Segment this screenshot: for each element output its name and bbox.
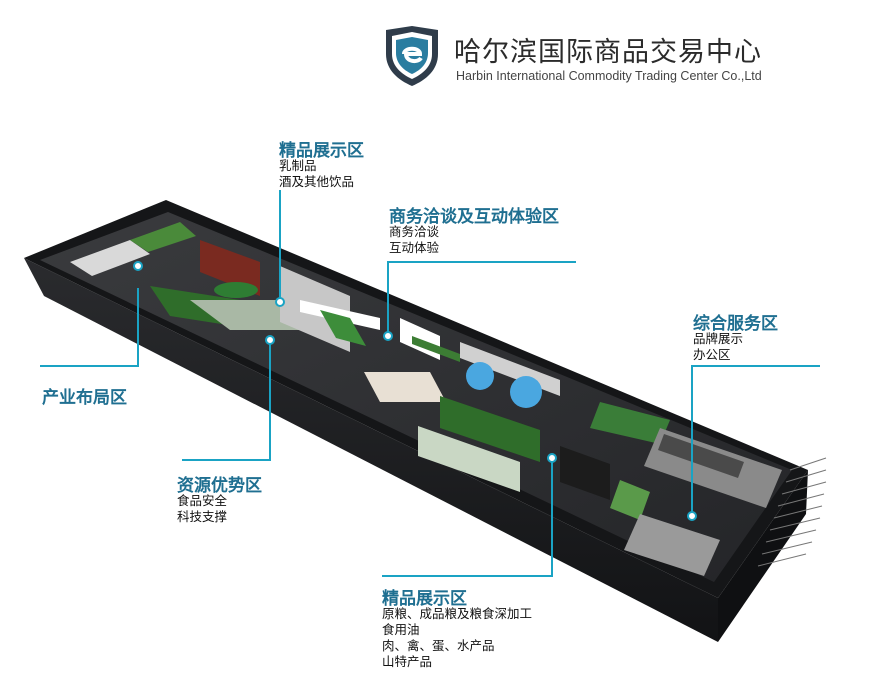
zone-item: 肉、禽、蛋、水产品: [382, 638, 495, 653]
company-name-cn: 哈尔滨国际商品交易中心: [454, 37, 762, 68]
zone-item: 互动体验: [389, 240, 440, 255]
exterior-railing: [757, 457, 827, 567]
zone-item: 食用油: [382, 622, 420, 637]
shield-e-logo-icon: [386, 26, 438, 86]
zone-premium-top-title: 精品展示区: [279, 141, 364, 161]
zone-service-title: 综合服务区: [693, 314, 778, 334]
zone-item: 品牌展示: [693, 331, 744, 346]
zone-service-items: 品牌展示 办公区: [693, 331, 743, 363]
company-name-en: Harbin International Commodity Trading C…: [456, 69, 762, 83]
zone-item: 山特产品: [382, 654, 433, 669]
zone-business-title: 商务洽谈及互动体验区: [389, 207, 559, 227]
zone-item: 原粮、成品粮及粮食深加工: [382, 606, 533, 621]
zone-item: 办公区: [693, 347, 731, 362]
leader-service: [691, 365, 820, 516]
leader-business: [387, 261, 576, 336]
exhibit-booths: [70, 222, 782, 576]
zone-resource-title: 资源优势区: [177, 476, 262, 496]
zone-industry-title: 产业布局区: [42, 388, 127, 408]
leader-dots: [133, 261, 697, 521]
zone-item: 酒及其他饮品: [279, 174, 355, 189]
zone-item: 乳制品: [279, 158, 317, 173]
zone-premium-bottom-title: 精品展示区: [382, 589, 467, 609]
zone-business-items: 商务洽谈 互动体验: [389, 224, 439, 256]
leader-lines: [40, 190, 820, 577]
zone-item: 科技支撑: [177, 509, 228, 524]
zone-premium-bottom-items: 原粮、成品粮及粮食深加工 食用油 肉、禽、蛋、水产品 山特产品: [382, 606, 532, 670]
zone-item: 食品安全: [177, 493, 228, 508]
leader-premium-bottom: [382, 458, 553, 577]
floor-base-side: [718, 470, 808, 642]
leader-industry: [40, 288, 139, 367]
floor-base-front: [24, 258, 718, 642]
zone-resource-items: 食品安全 科技支撑: [177, 493, 227, 525]
leader-resource: [182, 340, 271, 461]
zone-premium-top-items: 乳制品 酒及其他饮品: [279, 158, 354, 190]
zone-item: 商务洽谈: [389, 224, 440, 239]
